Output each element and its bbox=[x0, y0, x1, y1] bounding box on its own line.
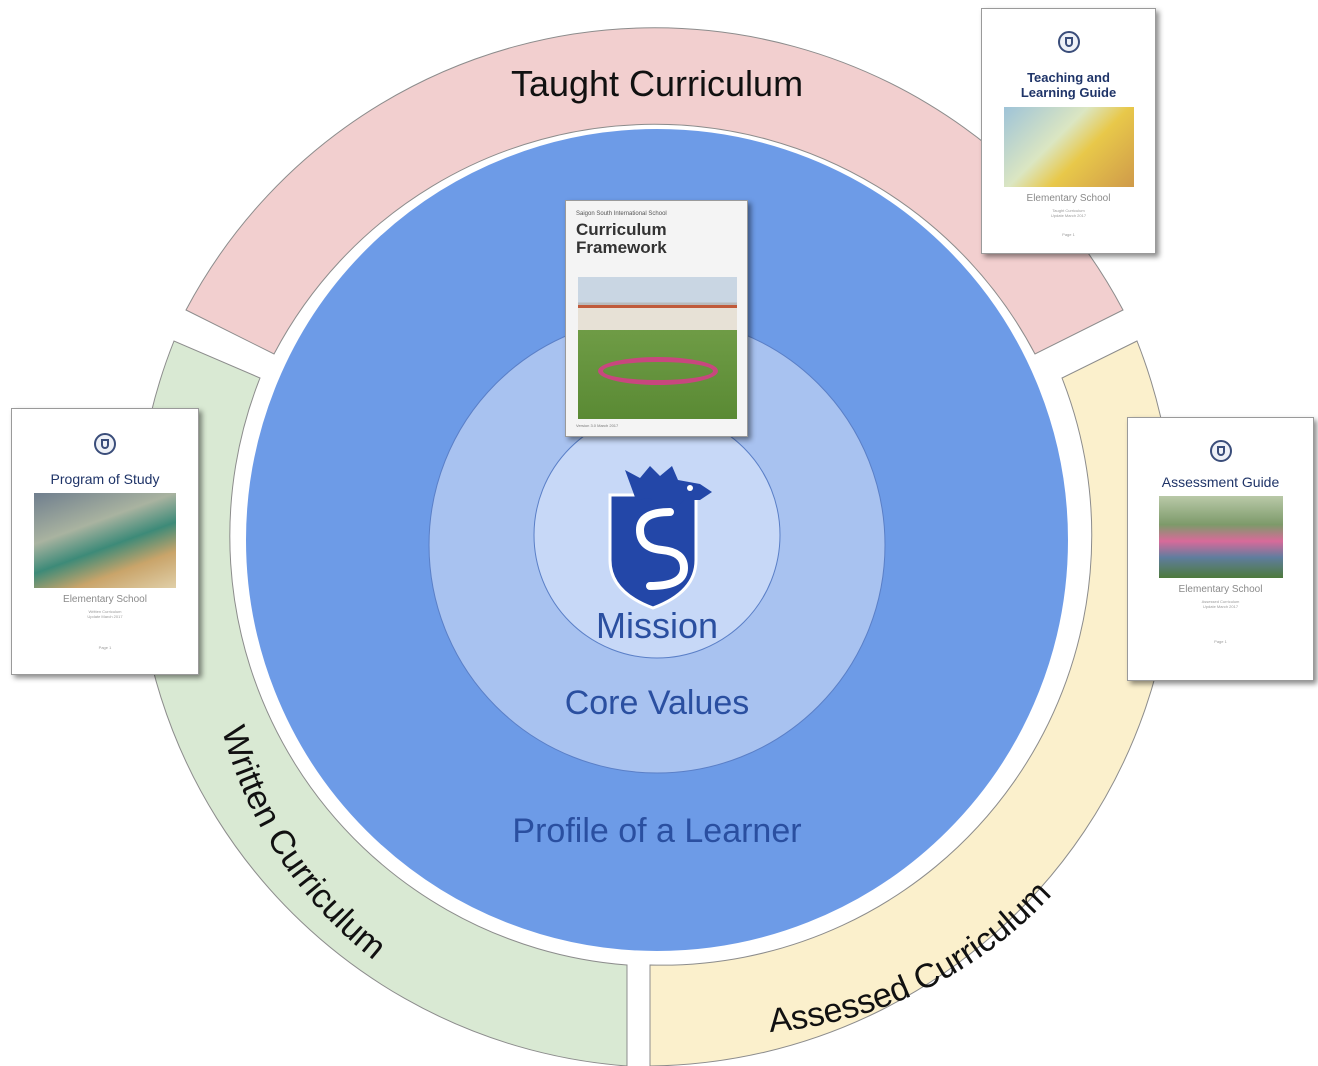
school-seal-icon bbox=[1057, 31, 1080, 53]
framework-title: Curriculum Framework bbox=[576, 220, 667, 257]
framework-footer: Version 3.0 March 2017 bbox=[576, 423, 619, 428]
assessment-students-photo bbox=[1158, 496, 1283, 579]
framework-school-name: Saigon South International School bbox=[576, 211, 667, 217]
curriculum-framework-document: Saigon South International School Curric… bbox=[565, 200, 748, 437]
teaching-learning-guide-document: Teaching and Learning Guide Elementary S… bbox=[981, 8, 1156, 254]
program-of-study-document: Program of Study Elementary School Writt… bbox=[11, 408, 199, 675]
dragon-shield-logo bbox=[608, 466, 712, 610]
teaching-classroom-photo bbox=[1003, 106, 1134, 187]
program-students-photo bbox=[34, 493, 176, 589]
mission-label: Mission bbox=[596, 605, 718, 646]
assessment-guide-note: Assessed Curriculum Update March 2017 bbox=[1201, 599, 1240, 610]
assessment-guide-subtitle: Elementary School bbox=[1178, 584, 1263, 596]
teaching-guide-page: Page 1 bbox=[1062, 231, 1075, 237]
assessment-guide-title: Assessment Guide bbox=[1161, 474, 1280, 490]
framework-campus-photo bbox=[578, 277, 737, 419]
school-seal-icon bbox=[1209, 440, 1232, 462]
school-seal-icon bbox=[94, 433, 116, 455]
teaching-guide-note: Taught Curriculum Update March 2017 bbox=[1050, 207, 1087, 218]
teaching-guide-title: Teaching and Learning Guide bbox=[1020, 70, 1117, 100]
profile-label: Profile of a Learner bbox=[512, 812, 801, 850]
taught-ring bbox=[185, 27, 1124, 355]
program-of-study-note: Written Curriculum Update March 2017 bbox=[87, 609, 123, 620]
program-of-study-title: Program of Study bbox=[50, 471, 160, 487]
program-of-study-page: Page 1 bbox=[98, 645, 112, 651]
taught-ring-label: Taught Curriculum bbox=[511, 63, 803, 104]
assessment-guide-page: Page 1 bbox=[1214, 639, 1227, 645]
teaching-guide-subtitle: Elementary School bbox=[1026, 192, 1111, 204]
assessment-guide-document: Assessment Guide Elementary School Asses… bbox=[1127, 417, 1314, 681]
program-of-study-subtitle: Elementary School bbox=[63, 594, 147, 606]
core-values-label: Core Values bbox=[565, 684, 750, 722]
